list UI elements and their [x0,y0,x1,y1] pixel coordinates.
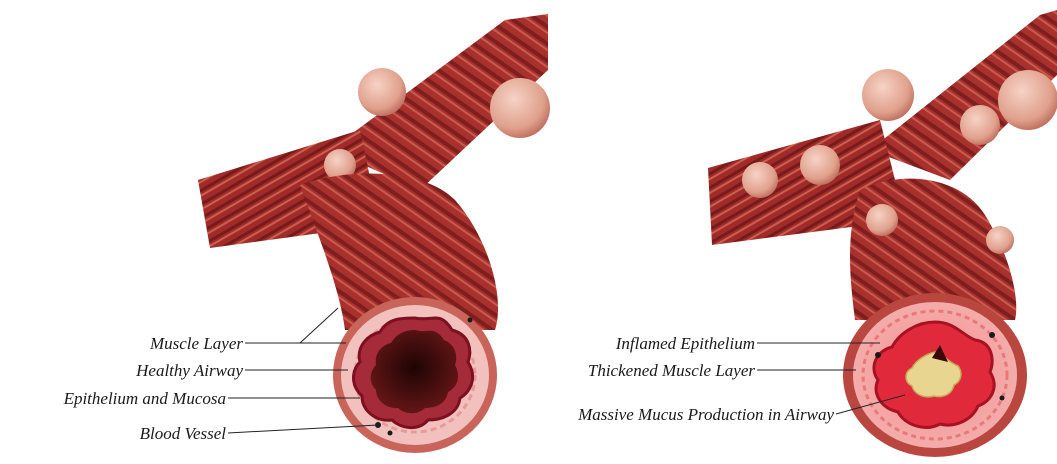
alveolus [986,226,1014,254]
leader-blood-vessel [228,425,378,433]
blood-vessel-dot [1000,396,1005,401]
alveolus [800,145,840,185]
alveolus [998,70,1057,130]
alveolus [960,105,1000,145]
leader-muscle-layer [300,308,338,343]
blood-vessel-dot [875,352,881,358]
label-inflamed-epithelium: Inflamed Epithelium [560,335,755,352]
blood-vessel-dot [468,318,473,323]
label-muscle-layer: Muscle Layer [60,335,243,352]
label-epithelium-mucosa: Epithelium and Mucosa [0,390,226,407]
blood-vessel-dot [989,332,995,338]
alveolus [742,162,778,198]
label-blood-vessel: Blood Vessel [40,425,226,442]
alveolus [358,68,406,116]
label-healthy-airway: Healthy Airway [40,362,243,379]
healthy-airway-drawing [198,14,550,453]
asthmatic-airway-drawing [708,10,1057,457]
alveolus [490,78,550,138]
alveolus [862,69,914,121]
blood-vessel-dot [388,431,393,436]
label-thickened-muscle-layer: Thickened Muscle Layer [520,362,755,379]
alveolus [866,204,898,236]
label-massive-mucus: Massive Mucus Production in Airway [500,406,834,423]
